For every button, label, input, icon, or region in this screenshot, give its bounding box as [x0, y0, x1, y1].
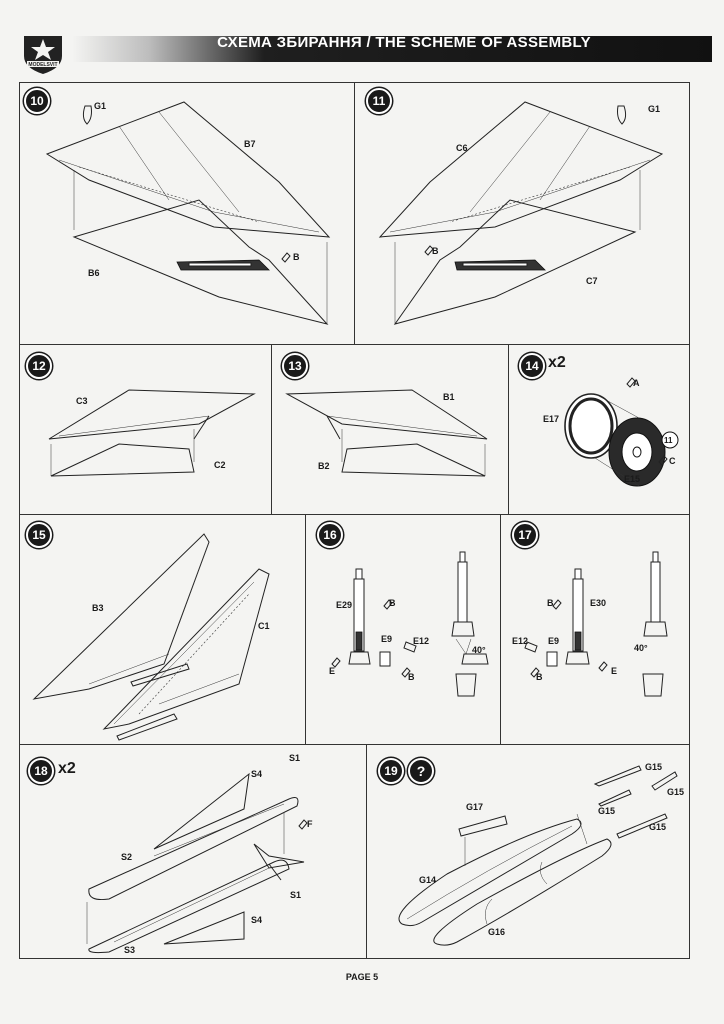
step-16-diagram — [331, 551, 489, 697]
part-label: G15 — [598, 806, 616, 816]
modelsvit-logo: MODELSVIT — [24, 36, 62, 74]
header: MODELSVIT СХЕМА ЗБИРАННЯ / THE SCHEME OF… — [20, 30, 712, 74]
part-label: E30 — [590, 598, 607, 608]
part-label: B1 — [443, 392, 455, 402]
part-label: G14 — [419, 875, 437, 885]
part-label: S2 — [121, 852, 133, 862]
part-label: E12 — [413, 636, 430, 646]
page-number: PAGE 5 — [345, 972, 379, 982]
divider — [305, 514, 306, 744]
part-label: C7 — [586, 276, 598, 286]
svg-text:MODELSVIT: MODELSVIT — [28, 62, 57, 68]
part-label: G16 — [488, 927, 506, 937]
part-label: B3 — [92, 603, 104, 613]
part-label: B — [536, 672, 543, 682]
part-label: B2 — [318, 461, 330, 471]
step-14-number: 14 — [519, 353, 545, 379]
part-label: F — [307, 819, 313, 829]
part-label: E — [329, 666, 336, 676]
step-18-diagram — [86, 772, 308, 954]
step-17-number: 17 — [512, 522, 538, 548]
divider — [271, 344, 272, 514]
step-14-diagram — [564, 377, 679, 487]
reference-marker: 11 — [664, 436, 673, 445]
part-label: G15 — [667, 787, 685, 797]
part-label: S1 — [289, 753, 301, 763]
step-13-diagram — [285, 389, 488, 477]
part-label: B6 — [88, 268, 100, 278]
part-label: G15 — [649, 822, 667, 832]
step-16-number: 16 — [317, 522, 343, 548]
part-label: C1 — [258, 621, 270, 631]
divider — [354, 82, 355, 344]
divider — [19, 344, 690, 345]
divider — [19, 744, 690, 745]
divider — [500, 514, 501, 744]
part-label: G15 — [645, 762, 663, 772]
step-10-diagram — [45, 101, 331, 325]
part-label: E17 — [543, 414, 560, 424]
title-banner — [72, 36, 712, 62]
step-15-diagram — [32, 533, 270, 741]
part-label: C3 — [76, 396, 88, 406]
page-title: СХЕМА ЗБИРАННЯ / THE SCHEME OF ASSEMBLY — [217, 34, 591, 51]
step-18-number: 18 — [28, 758, 54, 784]
quantity-marker: x2 — [548, 354, 566, 371]
step-12-number: 12 — [26, 353, 52, 379]
part-label: B7 — [244, 139, 256, 149]
part-label: G1 — [94, 101, 107, 111]
part-label: B — [293, 252, 300, 262]
part-label: S4 — [251, 769, 263, 779]
angle-label: 40° — [472, 645, 486, 655]
part-label: S4 — [251, 915, 263, 925]
step-19-diagram — [398, 765, 678, 946]
part-label: B — [547, 598, 554, 608]
part-label: E12 — [512, 636, 529, 646]
step-10-number: 10 — [24, 88, 50, 114]
step-17-diagram — [524, 551, 668, 697]
part-label: S3 — [124, 945, 136, 955]
part-label: G17 — [466, 802, 484, 812]
step-13-number: 13 — [282, 353, 308, 379]
step-19-number: 19 — [378, 758, 404, 784]
part-label: C2 — [214, 460, 226, 470]
part-label: S1 — [290, 890, 302, 900]
part-label: E9 — [381, 634, 393, 644]
divider — [366, 744, 367, 959]
part-label: E15 — [624, 474, 641, 484]
part-label: B — [389, 598, 396, 608]
part-label: B — [408, 672, 415, 682]
divider — [508, 344, 509, 514]
part-label: C6 — [456, 143, 468, 153]
step-12-diagram — [48, 389, 256, 477]
part-label: C — [669, 456, 676, 466]
step-15-number: 15 — [26, 522, 52, 548]
angle-label: 40° — [634, 643, 648, 653]
step-11-number: 11 — [366, 88, 392, 114]
part-label: E29 — [336, 600, 353, 610]
quantity-marker: x2 — [58, 760, 76, 777]
unknown-step-marker: ? — [408, 758, 434, 784]
divider — [19, 514, 690, 515]
part-label: B — [432, 246, 439, 256]
step-11-diagram — [378, 101, 664, 325]
part-label: E9 — [548, 636, 560, 646]
part-label: E — [611, 666, 618, 676]
part-label: G1 — [648, 104, 661, 114]
part-label: A — [633, 378, 640, 388]
